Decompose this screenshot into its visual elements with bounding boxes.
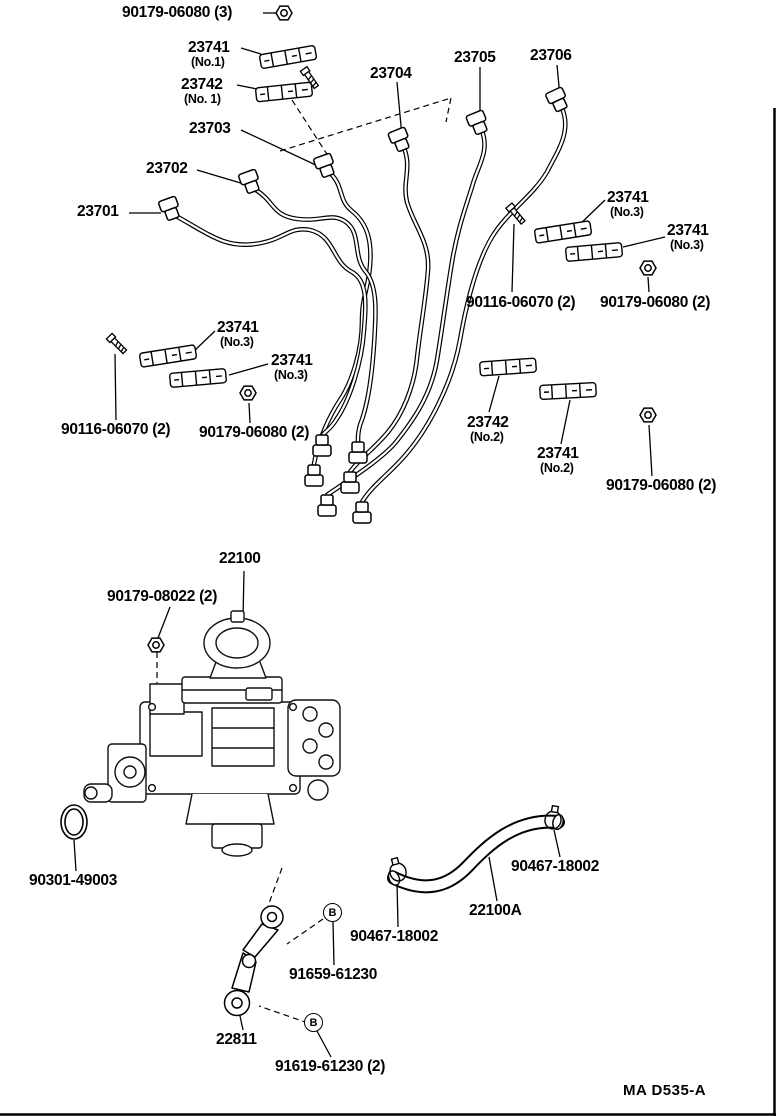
leader-lines	[73, 12, 666, 1058]
label-23741-no3-r1: 23741 (No.3)	[607, 189, 649, 220]
part-qualifier: (No.2)	[540, 461, 574, 476]
pipe-clamp-icon	[538, 381, 598, 401]
label-23741-no2: 23741 (No.2)	[537, 445, 579, 476]
accelerator-link-drawing	[223, 905, 284, 1017]
part-number: 23742	[467, 414, 509, 431]
water-hose-drawing	[387, 813, 565, 894]
label-23741-no3-r2: 23741 (No.3)	[667, 222, 709, 253]
bolt-icon	[105, 332, 129, 356]
injection-pipes-drawing	[173, 105, 568, 505]
bolt-marker-letter: B	[309, 1016, 318, 1029]
label-23704: 23704	[370, 65, 412, 82]
label-22811: 22811	[216, 1031, 257, 1048]
part-number: 23741	[537, 445, 579, 462]
label-23741-no3-l1: 23741 (No.3)	[217, 319, 259, 350]
label-23741-no1: 23741 (No.1)	[188, 39, 230, 70]
bolt-marker-letter: B	[328, 906, 337, 919]
label-nut-top: 90179-06080 (3)	[122, 4, 233, 21]
label-23742-no1: 23742 (No. 1)	[181, 76, 223, 107]
part-number: 23741	[217, 319, 259, 336]
pipe-clamp-icon	[138, 344, 198, 368]
part-qualifier: (No.2)	[470, 430, 504, 445]
pipe-clamp-icon	[564, 241, 624, 263]
label-23742-no2: 23742 (No.2)	[467, 414, 509, 445]
pipe-clamp-icon	[258, 44, 318, 70]
label-23702: 23702	[146, 160, 188, 177]
nut-icon	[275, 5, 293, 21]
label-23705: 23705	[454, 49, 496, 66]
union-fitting-icon	[317, 494, 337, 517]
union-fitting-icon	[340, 471, 360, 494]
part-qualifier: (No.1)	[191, 55, 225, 70]
union-fitting-icon	[304, 464, 324, 487]
union-fitting-icon	[312, 434, 332, 457]
page-frame	[0, 108, 776, 1116]
nut-icon	[239, 385, 257, 401]
part-qualifier: (No.3)	[220, 335, 254, 350]
label-link-bolt-bottom: 91619-61230 (2)	[275, 1058, 386, 1075]
label-pump-nut: 90179-08022 (2)	[107, 588, 218, 605]
bolt-marker-b-top: B	[323, 903, 342, 922]
union-fitting-icon	[386, 126, 413, 154]
label-23706: 23706	[530, 47, 572, 64]
part-number: 23741	[607, 189, 649, 206]
pipe-clamp-icon	[533, 220, 593, 244]
part-qualifier: (No.3)	[274, 368, 308, 383]
union-fitting-icon	[544, 85, 572, 115]
label-22100a: 22100A	[469, 902, 522, 919]
oring-drawing	[60, 804, 88, 840]
label-bolt-left: 90116-06070 (2)	[61, 421, 171, 438]
pipe-clamp-icon	[254, 81, 314, 103]
label-22100: 22100	[219, 550, 261, 567]
pipe-clamp-icon	[168, 367, 228, 389]
part-number: 23741	[188, 39, 230, 56]
label-nut-left: 90179-06080 (2)	[199, 424, 310, 441]
nut-icon	[639, 260, 657, 276]
nut-icon	[147, 637, 165, 653]
part-number: 23741	[271, 352, 313, 369]
label-23741-no3-l2: 23741 (No.3)	[271, 352, 313, 383]
label-hose-clamp-left: 90467-18002	[350, 928, 439, 945]
figure-code: MA D535-A	[623, 1082, 707, 1099]
part-number: 23742	[181, 76, 223, 93]
union-fitting-icon	[464, 109, 491, 137]
union-fitting-icon	[352, 501, 372, 524]
pipe-clamp-icon	[478, 357, 538, 377]
label-oring: 90301-49003	[29, 872, 118, 889]
label-hose-clamp-right: 90467-18002	[511, 858, 600, 875]
label-nut-right: 90179-06080 (2)	[600, 294, 711, 311]
union-fitting-icon	[348, 441, 368, 464]
part-qualifier: (No. 1)	[184, 92, 221, 107]
part-qualifier: (No.3)	[610, 205, 644, 220]
part-number: 23741	[667, 222, 709, 239]
label-bolt-right: 90116-06070 (2)	[466, 294, 576, 311]
label-link-bolt-top: 91659-61230	[289, 966, 378, 983]
injection-pump-drawing	[83, 610, 341, 857]
label-23703: 23703	[189, 120, 231, 137]
label-nut-bottom: 90179-06080 (2)	[606, 477, 717, 494]
nut-icon	[639, 407, 657, 423]
part-qualifier: (No.3)	[670, 238, 704, 253]
label-23701: 23701	[77, 203, 119, 220]
bolt-marker-b-bottom: B	[304, 1013, 323, 1032]
